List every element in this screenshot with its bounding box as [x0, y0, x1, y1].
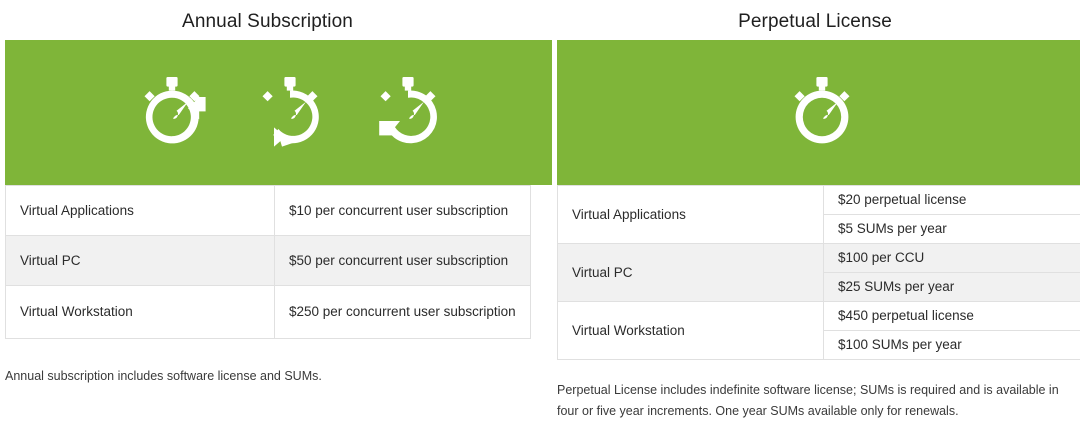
product-name-cell: Virtual Workstation [558, 302, 824, 360]
price-cell: $20 perpetual license [824, 186, 1080, 215]
product-name-cell: Virtual PC [6, 236, 275, 286]
price-cell: $100 SUMs per year [824, 331, 1080, 360]
product-name-cell: Virtual Applications [558, 186, 824, 244]
price-cell: $100 per CCU [824, 244, 1080, 273]
pricing-table-perpetual: Virtual Applications $20 perpetual licen… [557, 185, 1080, 360]
stopwatch-refresh-right-icon [132, 73, 212, 153]
price-cell: $50 per concurrent user subscription [275, 236, 531, 286]
price-cell: $10 per concurrent user subscription [275, 186, 531, 236]
hero-band-perpetual [557, 40, 1080, 185]
product-name-cell: Virtual Workstation [6, 286, 275, 339]
page-title-perpetual-license: Perpetual License [543, 9, 1080, 35]
price-cell: $25 SUMs per year [824, 273, 1080, 302]
price-cell: $250 per concurrent user subscription [275, 286, 531, 339]
pricing-table-annual: Virtual Applications $10 per concurrent … [5, 185, 531, 339]
footnote-annual: Annual subscription includes software li… [5, 366, 525, 387]
panel-annual-subscription: Annual Subscription [5, 0, 530, 400]
table-row: Virtual Applications $20 perpetual licen… [558, 186, 1080, 215]
table-row: Virtual Workstation $250 per concurrent … [6, 286, 531, 339]
hero-band-annual [5, 40, 552, 185]
table-row: Virtual Applications $10 per concurrent … [6, 186, 531, 236]
product-name-cell: Virtual Applications [6, 186, 275, 236]
price-cell: $450 perpetual license [824, 302, 1080, 331]
licensing-comparison-board: Annual Subscription [0, 0, 1080, 403]
footnote-perpetual: Perpetual License includes indefinite so… [557, 380, 1080, 422]
price-cell: $5 SUMs per year [824, 215, 1080, 244]
table-row: Virtual PC $100 per CCU [558, 244, 1080, 273]
page-title-annual-subscription: Annual Subscription [5, 9, 530, 35]
stopwatch-refresh-down-left-icon [250, 73, 330, 153]
product-name-cell: Virtual PC [558, 244, 824, 302]
panel-perpetual-license: Perpetual License Virtual Applications $… [557, 0, 1080, 435]
stopwatch-refresh-left-icon [368, 73, 448, 153]
table-row: Virtual PC $50 per concurrent user subsc… [6, 236, 531, 286]
stopwatch-icon [782, 73, 862, 153]
table-row: Virtual Workstation $450 perpetual licen… [558, 302, 1080, 331]
